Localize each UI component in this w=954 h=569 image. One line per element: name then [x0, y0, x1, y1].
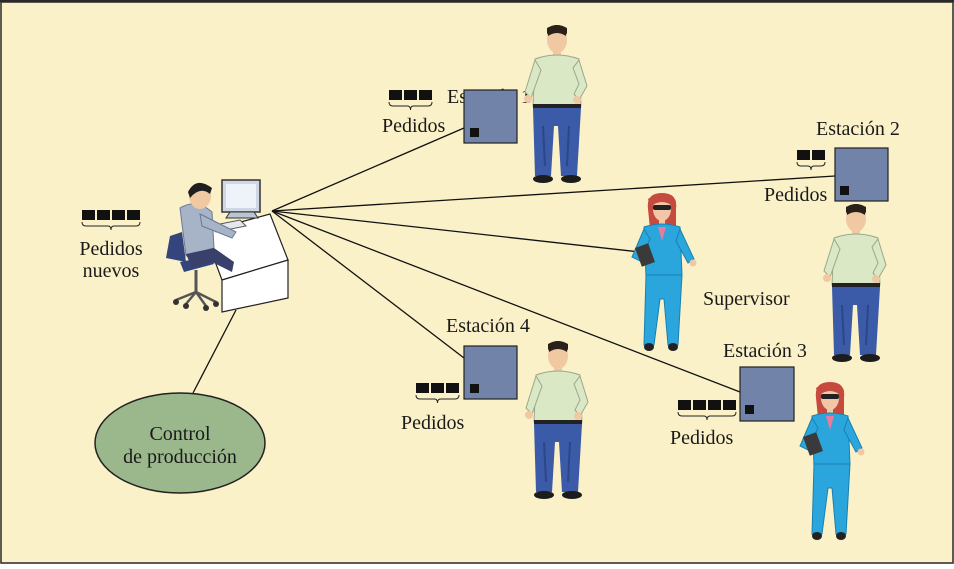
connector-lines	[192, 127, 836, 394]
operator-trousers	[186, 248, 234, 272]
estacion-2-name: Estación 2	[816, 118, 900, 140]
new-orders-label-line2: nuevos	[83, 260, 140, 282]
estacion-2: Estación 2 Pedidos	[764, 118, 900, 206]
estacion-2-order-block	[812, 150, 825, 160]
line-to-estacion-1	[271, 127, 465, 212]
production-control-ellipse	[94, 392, 266, 494]
desk-front	[221, 259, 289, 313]
supervisor-group: Supervisor	[631, 192, 790, 352]
estacion-4-order-block	[446, 383, 459, 393]
estacion-2-orders-label: Pedidos	[764, 184, 828, 206]
line-to-estacion-4	[271, 210, 465, 359]
estacion-3-order-block	[723, 400, 736, 410]
estacion-3-order-block	[693, 400, 706, 410]
new-orders-order-block	[127, 210, 140, 220]
office-chair-back	[166, 232, 186, 262]
new-orders-brace	[81, 221, 141, 231]
estacion-2-queue	[796, 150, 826, 171]
estacion-3-machine-slot	[745, 405, 754, 414]
line-to-supervisor	[271, 210, 641, 253]
estacion-3-queue	[677, 400, 737, 421]
operator-body	[179, 203, 215, 257]
estacion-1-queue	[388, 90, 433, 111]
monitor-screen	[226, 184, 256, 208]
estacion-4-name: Estación 4	[446, 315, 530, 337]
estacion-3: Estación 3 Pedidos	[670, 340, 865, 541]
monitor-stand	[225, 211, 259, 219]
estacion-1-order-block	[389, 90, 402, 100]
estacion-3-orders-label: Pedidos	[670, 427, 734, 449]
estacion-4: Estación 4 Pedidos	[401, 315, 589, 500]
estacion-3-brace	[677, 411, 737, 421]
estacion-4-brace	[415, 394, 460, 404]
operator-at-desk	[166, 179, 289, 313]
new-orders-order-block	[97, 210, 110, 220]
estacion-1-brace	[388, 101, 433, 111]
estacion-2-machine-slot	[840, 186, 849, 195]
estacion-2-order-block	[797, 150, 810, 160]
new-orders: Pedidos nuevos	[79, 210, 143, 282]
estacion-3-order-block	[678, 400, 691, 410]
estacion-4-order-block	[416, 383, 429, 393]
new-orders-queue	[81, 210, 141, 231]
estacion-1-machine-slot	[470, 128, 479, 137]
estacion-4-queue	[415, 383, 460, 404]
new-orders-label-line1: Pedidos	[79, 238, 143, 260]
line-to-estacion-2	[271, 175, 836, 212]
estacion-4-order-block	[431, 383, 444, 393]
line-to-control-produccion	[192, 309, 237, 394]
top-border	[0, 0, 954, 2]
estacion-1-orders-label: Pedidos	[382, 115, 446, 137]
new-orders-order-block	[112, 210, 125, 220]
estacion-1-order-block	[404, 90, 417, 100]
estacion-1-order-block	[419, 90, 432, 100]
line-to-estacion-3	[271, 210, 741, 393]
supervisor-label: Supervisor	[703, 288, 790, 310]
estacion-3-name: Estación 3	[723, 340, 807, 362]
estacion-4-machine-slot	[470, 384, 479, 393]
production-control-line2: de producción	[123, 446, 237, 468]
estacion-1: Estación 1 Pedidos	[382, 24, 588, 184]
production-control-line1: Control	[149, 423, 211, 445]
production-control: Control de producción	[94, 392, 266, 494]
new-orders-order-block	[82, 210, 95, 220]
estacion-4-machine	[463, 345, 518, 400]
estacion-2-brace	[796, 161, 826, 171]
estacion-3-order-block	[708, 400, 721, 410]
estacion-4-orders-label: Pedidos	[401, 412, 465, 434]
